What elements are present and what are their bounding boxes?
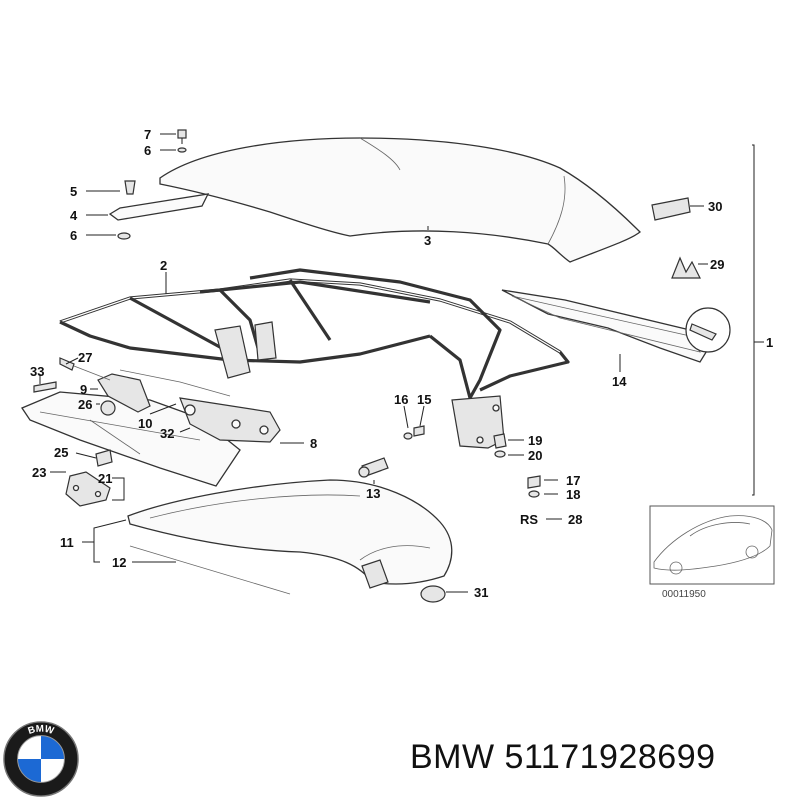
callout-10: 10 — [138, 416, 152, 431]
callout-5: 5 — [70, 184, 77, 199]
callout-25: 25 — [54, 445, 68, 460]
callout-27: 27 — [78, 350, 92, 365]
callout-33: 33 — [30, 364, 44, 379]
callout-15: 15 — [417, 392, 431, 407]
callout-3: 3 — [424, 233, 431, 248]
callout-6-top: 6 — [144, 143, 151, 158]
callout-16: 16 — [394, 392, 408, 407]
callout-18: 18 — [566, 487, 580, 502]
callout-30: 30 — [708, 199, 722, 214]
convertible-frame — [59, 268, 570, 449]
bracket-1 — [752, 144, 764, 496]
callout-11: 11 — [60, 535, 74, 550]
callout-26: 26 — [78, 397, 92, 412]
callout-8: 8 — [310, 436, 317, 451]
part-number-caption: BMW 51171928699 — [410, 738, 716, 776]
callout-32: 32 — [160, 426, 174, 441]
callout-23: 23 — [32, 465, 46, 480]
callout-2: 2 — [160, 258, 167, 273]
callout-28: 28 — [568, 512, 582, 527]
soft-cover — [127, 479, 453, 603]
callout-20: 20 — [528, 448, 542, 463]
bmw-logo: BMW — [3, 721, 79, 797]
callout-21: 21 — [98, 471, 112, 486]
hardtop-shell — [159, 137, 641, 263]
callout-12: 12 — [112, 555, 126, 570]
hardware-top-left — [108, 129, 210, 240]
leader-lines — [39, 133, 708, 593]
callout-19: 19 — [528, 433, 542, 448]
bmw-logo-letters: BMW — [27, 724, 56, 738]
small-parts-right — [651, 197, 701, 279]
callout-1: 1 — [766, 335, 773, 350]
callout-6-bottom: 6 — [70, 228, 77, 243]
callout-13: 13 — [366, 486, 380, 501]
svg-text:BMW: BMW — [27, 724, 56, 738]
callout-29: 29 — [710, 257, 724, 272]
callout-4: 4 — [70, 208, 78, 223]
callout-7: 7 — [144, 127, 151, 142]
callout-labels: 7 6 5 4 6 3 2 30 29 1 14 27 33 9 26 10 3… — [30, 127, 773, 600]
thumbnail-box — [649, 505, 775, 585]
front-header-assembly — [21, 357, 281, 507]
callout-31: 31 — [474, 585, 488, 600]
callout-rs: RS — [520, 512, 538, 527]
rear-window-seal — [501, 289, 718, 363]
detail-circle — [685, 307, 731, 353]
callout-14: 14 — [612, 374, 627, 389]
callout-9: 9 — [80, 382, 87, 397]
small-hardware-center — [358, 425, 541, 498]
callout-17: 17 — [566, 473, 580, 488]
thumbnail-code: 00011950 — [662, 589, 706, 600]
